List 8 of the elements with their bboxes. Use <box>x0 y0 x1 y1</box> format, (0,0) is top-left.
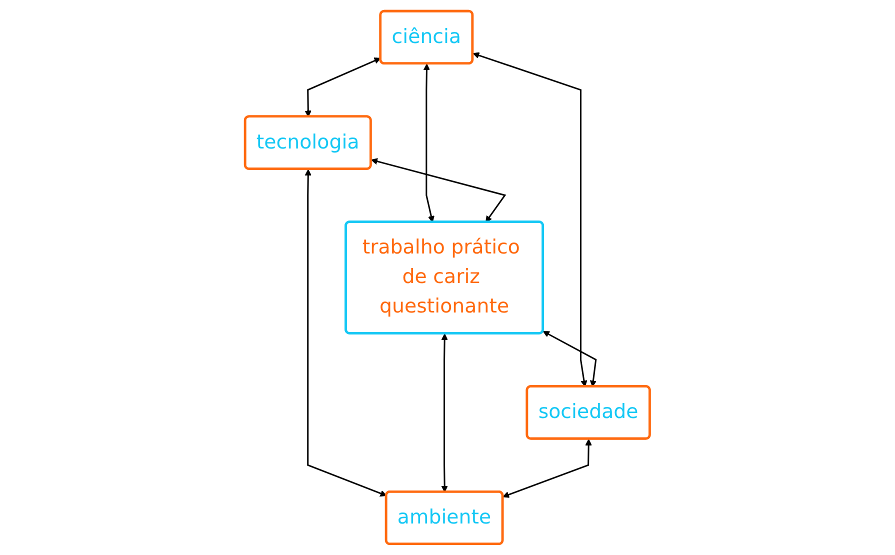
arrow <box>304 169 387 497</box>
arrow <box>502 438 592 498</box>
arrow <box>543 331 597 387</box>
arrow <box>441 334 448 492</box>
arrow <box>304 58 381 118</box>
arrow <box>472 52 588 387</box>
arrow <box>424 64 435 222</box>
arrow <box>371 158 506 222</box>
